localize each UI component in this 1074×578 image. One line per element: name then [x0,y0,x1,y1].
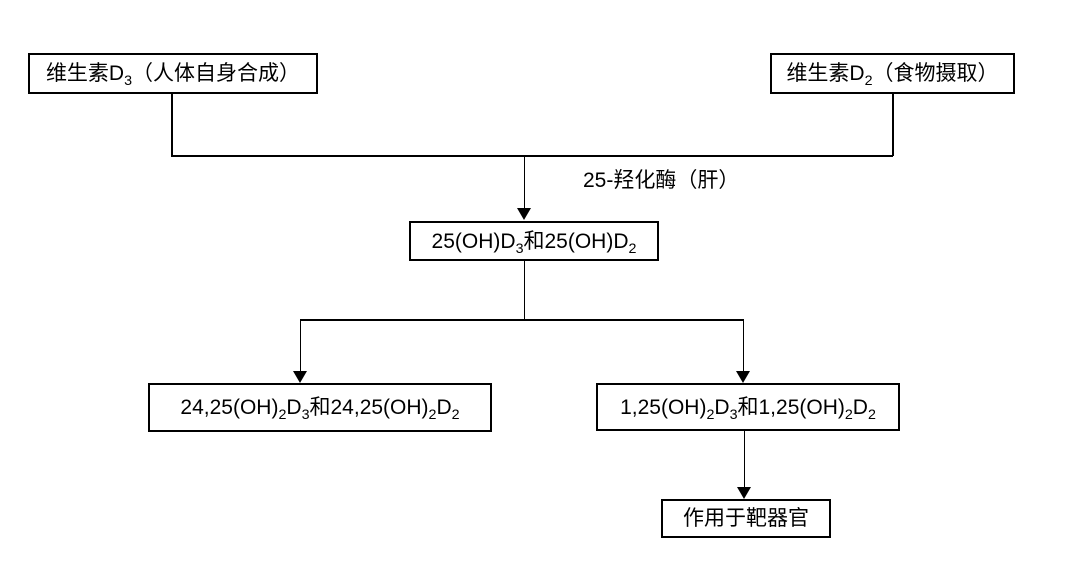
connector-merge-horizontal [171,155,893,157]
arrowhead-1-25-oh2-d [736,371,750,383]
enzyme-edge-label: 25-羟化酶（肝） [583,169,740,192]
node-vitamin-d2-box: 维生素D2（食物摄取） [770,53,1015,94]
node-1-25-oh2-d-box: 1,25(OH)2D3和1,25(OH)2D2 [596,383,900,431]
arrowhead-25-oh-d [517,208,531,220]
node-25-oh-d-box: 25(OH)D3和25(OH)D2 [409,221,659,261]
connector-vitamin-d2-down [892,94,894,156]
arrowhead-24-25-oh2-d [293,371,307,383]
node-vitamin-d2-label: 维生素D2（食物摄取） [786,62,999,90]
connector-vitamin-d3-down [171,94,173,156]
arrowhead-target-organ [737,487,751,499]
node-24-25-oh2-d-box: 24,25(OH)2D3和24,25(OH)2D2 [148,383,492,432]
node-24-25-oh2-d-label: 24,25(OH)2D3和24,25(OH)2D2 [180,396,460,424]
connector-25-oh-d-down [523,261,525,320]
connector-to-24-25-oh2-d [299,319,301,371]
connector-merge-to-25-oh-d [523,155,525,209]
node-target-organ-label: 作用于靶器官 [683,507,809,530]
connector-split-horizontal [299,319,744,321]
node-25-oh-d-label: 25(OH)D3和25(OH)D2 [431,229,637,257]
connector-to-1-25-oh2-d [742,319,744,371]
node-1-25-oh2-d-label: 1,25(OH)2D3和1,25(OH)2D2 [620,395,876,423]
node-vitamin-d3-label: 维生素D3（人体自身合成） [45,62,301,90]
node-vitamin-d3-box: 维生素D3（人体自身合成） [28,53,318,94]
node-target-organ-box: 作用于靶器官 [661,499,831,538]
connector-to-target-organ [743,431,745,487]
